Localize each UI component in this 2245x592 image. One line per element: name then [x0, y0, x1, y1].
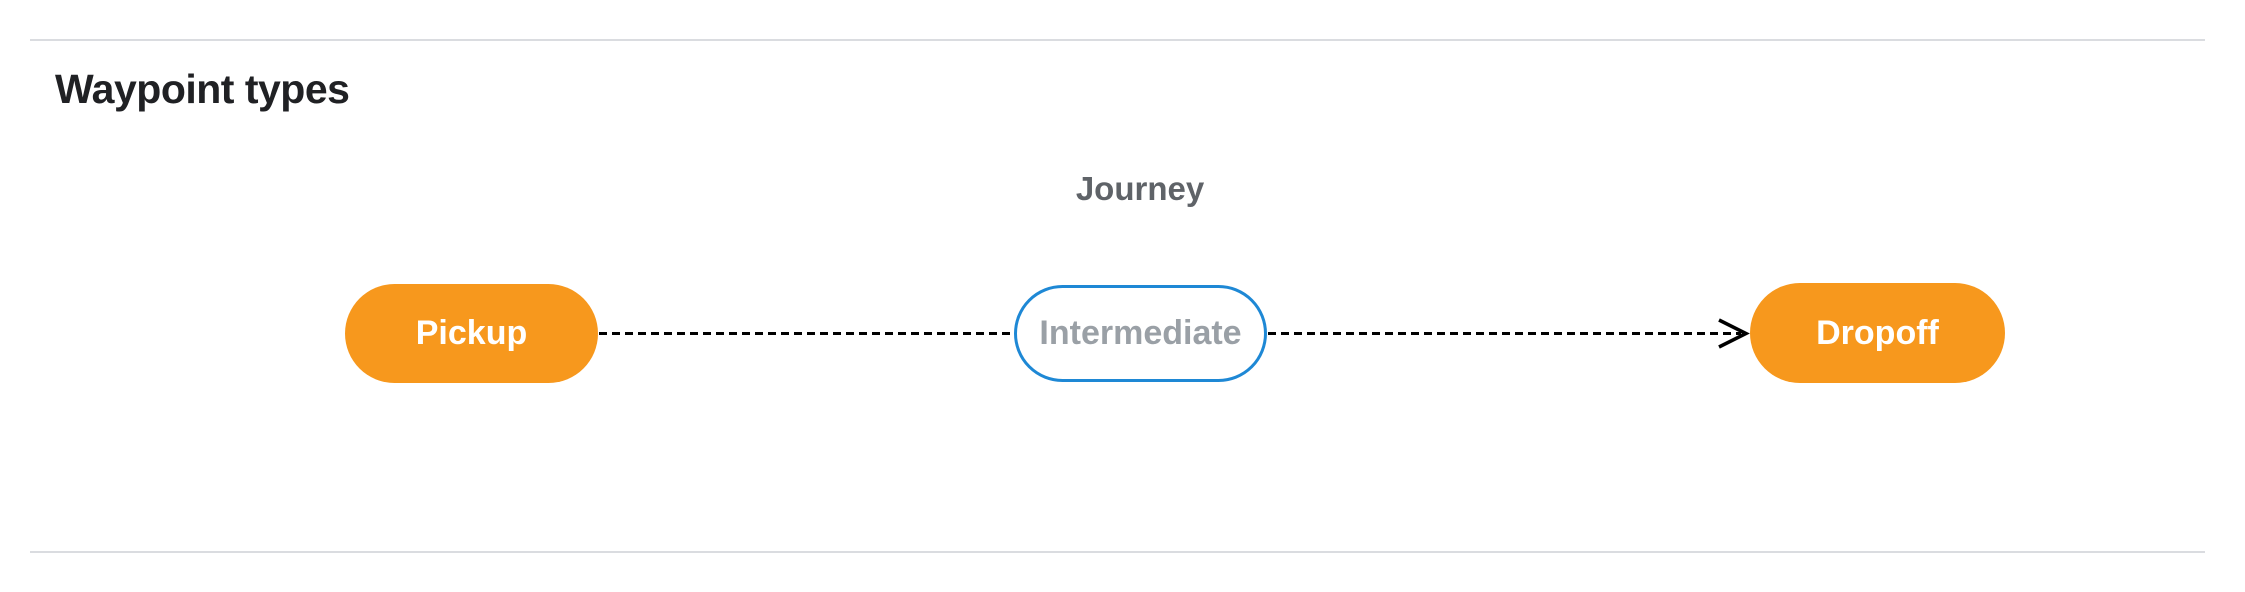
- section-heading: Waypoint types: [55, 66, 350, 112]
- top-divider: [30, 39, 2205, 41]
- node-dropoff: Dropoff: [1750, 283, 2005, 383]
- diagram-title: Journey: [1075, 170, 1205, 207]
- arrowhead-icon: [1718, 318, 1750, 349]
- node-intermediate: Intermediate: [1014, 285, 1267, 382]
- node-pickup: Pickup: [345, 284, 598, 383]
- bottom-divider: [30, 551, 2205, 553]
